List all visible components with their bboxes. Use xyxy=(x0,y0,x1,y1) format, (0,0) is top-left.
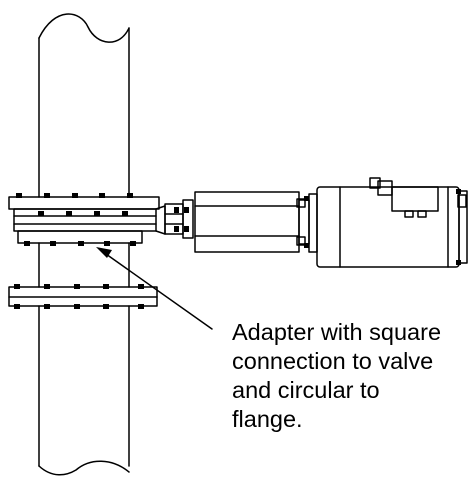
bolt xyxy=(99,193,105,198)
bolt xyxy=(44,284,50,289)
bolt xyxy=(44,304,50,309)
motor-actuator xyxy=(308,177,468,268)
bolt xyxy=(184,226,189,232)
pipe-bottom-break xyxy=(38,460,130,476)
tie-rod-cap xyxy=(296,198,306,208)
bolt xyxy=(94,211,100,216)
bolt xyxy=(138,284,144,289)
cylinder-body xyxy=(194,191,300,253)
callout-line: and circular to xyxy=(232,377,380,403)
bolt xyxy=(103,284,109,289)
bolt xyxy=(138,304,144,309)
bolt xyxy=(127,193,133,198)
junction-tab xyxy=(404,210,414,218)
cable-gland xyxy=(369,177,381,189)
callout-line: Adapter with square xyxy=(232,319,442,345)
bolt xyxy=(72,193,78,198)
bonnet xyxy=(155,205,166,235)
bolt xyxy=(304,243,309,248)
bolt xyxy=(78,241,84,246)
motor-end-cap xyxy=(458,190,468,264)
lower-flange xyxy=(8,286,158,307)
leader-arrow xyxy=(96,247,213,330)
bolt xyxy=(74,304,80,309)
leader-line xyxy=(105,253,213,330)
bolt xyxy=(130,241,136,246)
yoke-plate xyxy=(182,199,194,239)
bolts xyxy=(14,189,461,309)
junction-tab xyxy=(417,210,427,218)
bolt xyxy=(456,189,461,194)
upper-flange-plate xyxy=(8,196,160,210)
valve-body xyxy=(8,196,194,244)
bolt xyxy=(304,196,309,201)
bolt xyxy=(14,284,20,289)
bolt xyxy=(66,211,72,216)
bolt xyxy=(174,226,179,232)
bolt xyxy=(16,193,22,198)
tie-rod-cap xyxy=(296,236,306,246)
bolt xyxy=(104,241,110,246)
bolt xyxy=(50,241,56,246)
gate-housing xyxy=(13,208,157,232)
actuator-cylinder xyxy=(194,191,310,253)
bolt xyxy=(38,211,44,216)
junction-box xyxy=(391,186,439,212)
callout-line: flange. xyxy=(232,406,303,432)
end-fitting xyxy=(457,194,467,208)
bolt xyxy=(456,260,461,265)
callout-line: connection to valve xyxy=(232,348,434,374)
bolt xyxy=(122,211,128,216)
arrow-head xyxy=(96,247,112,258)
bolt xyxy=(103,304,109,309)
bolt xyxy=(174,207,179,213)
motor-flange xyxy=(308,193,318,253)
bolt xyxy=(14,304,20,309)
bolt xyxy=(184,207,189,213)
pipe xyxy=(38,13,130,476)
callout-text: Adapter with square connection to valve … xyxy=(232,318,470,434)
cable-gland xyxy=(377,180,393,196)
pipe-top-break xyxy=(38,13,130,43)
bolt xyxy=(74,284,80,289)
bolt xyxy=(44,193,50,198)
bolt xyxy=(24,241,30,246)
